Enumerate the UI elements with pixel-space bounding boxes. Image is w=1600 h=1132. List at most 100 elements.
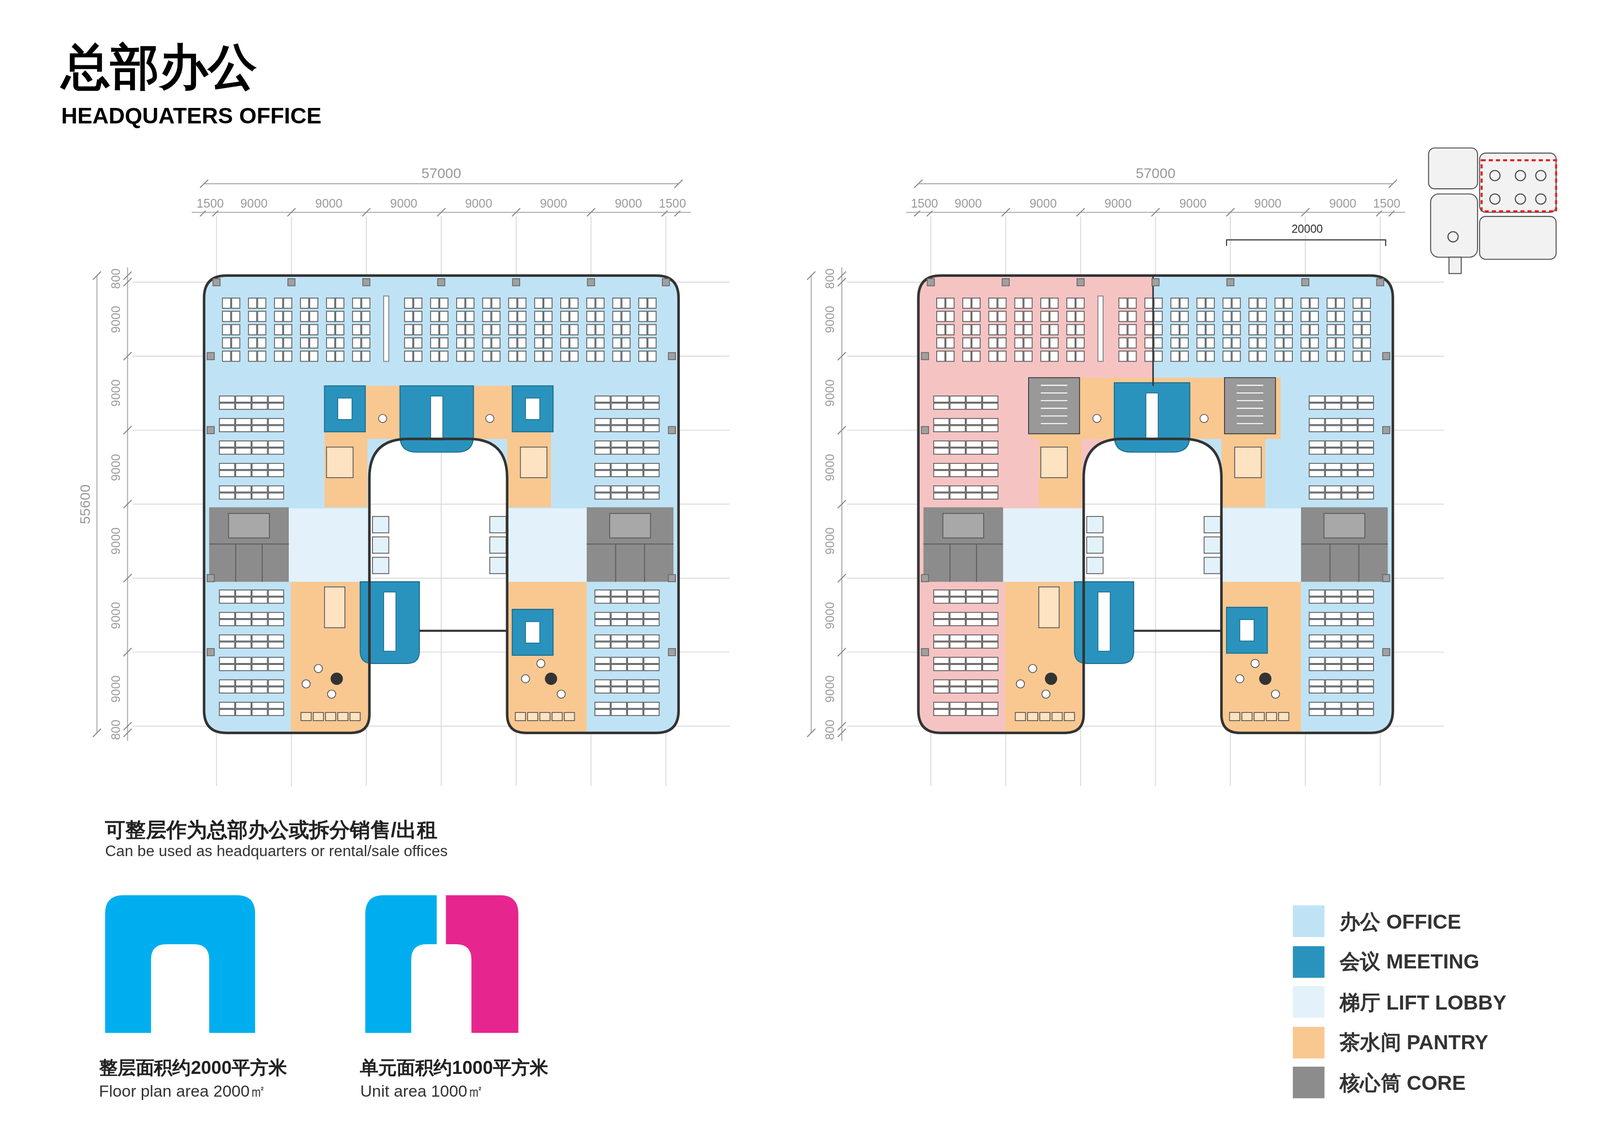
key-block [1479,216,1556,260]
desk-symbol [950,440,966,448]
desk-symbol [595,619,611,626]
legend-swatch [1292,905,1325,937]
desk-symbol [982,448,999,455]
desk-symbol [586,351,596,362]
desk-symbol [611,597,627,604]
desk-symbol [627,686,643,693]
desk-symbol [643,589,660,597]
desk-symbol [966,657,982,664]
key-symbol [1535,194,1546,205]
desk-symbol [1180,311,1189,322]
desk-symbol [595,493,611,500]
legend-swatch [1292,1066,1325,1098]
dimension-tick [92,728,102,737]
dimension-label: 9000 [109,674,124,704]
dimension-tick [1300,208,1310,217]
desk-symbol [966,493,982,500]
desk-symbol [222,324,231,335]
core-lines [923,543,1004,582]
desk-symbol [643,619,660,626]
desk-symbol [1358,709,1374,716]
desk-symbol [1353,298,1362,309]
dimension-bracket [1226,239,1386,247]
desk-symbol [643,664,660,671]
lift-symbol [1086,557,1104,574]
dimension-line [204,183,679,185]
meeting-table [1240,619,1255,641]
desk-symbol [611,702,627,709]
meeting-room [400,385,474,452]
desk-symbol [560,324,569,335]
desk-symbol [1309,395,1325,403]
desk-symbol [627,634,643,642]
stair-line [1236,422,1264,424]
desk-symbol [1336,324,1345,335]
desk-symbol [219,493,235,500]
desk-symbol [611,463,627,470]
table-symbol [1016,679,1025,688]
desk-symbol [647,337,657,348]
desk-symbol [1325,425,1342,432]
desk-symbol [647,311,657,322]
desk-symbol [1310,337,1319,348]
desk-symbol [1206,351,1215,362]
desk-symbol [1257,337,1267,348]
desk-symbol [300,311,309,322]
area-label: Floor plan area 2000㎡ [99,1081,267,1100]
stair-symbol [609,513,651,539]
desk-symbol [1232,351,1241,362]
desk-symbol [1309,686,1325,693]
table-symbol [1041,689,1050,699]
dimension-total: 55600 [77,483,94,525]
desk-symbol [335,298,344,309]
desk-symbol [1066,311,1076,322]
desk-symbol [1284,351,1293,362]
plant-symbol [1259,672,1272,685]
unit-icon [365,895,437,1033]
desk-symbol [982,634,999,642]
stair-line [1040,422,1068,424]
desk-symbol [950,679,966,687]
desk-symbol [482,311,492,322]
desk-symbol [982,642,999,649]
desk-symbol [998,337,1007,348]
desk-symbol [621,298,630,309]
desk-symbol [1076,311,1085,322]
desk-symbol [612,324,621,335]
table-symbol [521,674,530,683]
desk-symbol [1014,298,1023,309]
desk-symbol [982,619,999,626]
counter-symbol [324,586,345,628]
desk-symbol [1327,337,1336,348]
core-lines [586,543,674,582]
desk-symbol [1325,612,1342,619]
desk-symbol [222,298,231,309]
table-symbol [1199,414,1209,423]
dimension-tick [914,179,923,188]
desk-symbol [534,298,543,309]
desk-symbol [643,470,660,477]
desk-symbol [982,395,999,403]
dimension-tick [123,271,132,280]
desk-symbol [1309,597,1325,604]
desk-symbol [252,425,268,432]
desk-symbol [252,470,268,477]
desk-symbol [611,589,627,597]
desk-symbol [1309,664,1325,671]
desk-symbol [1325,493,1342,500]
desk-symbol [933,597,950,604]
desk-symbol [966,448,982,455]
desk-symbol [252,485,268,493]
key-symbol [1448,231,1459,242]
dimension-label: 1500 [910,197,940,211]
desk-symbol [252,709,268,716]
desk-symbol [235,597,252,604]
desk-symbol [1206,298,1215,309]
desk-symbol [982,463,999,470]
pantry-zone [507,581,587,733]
dimension-label: 800 [823,717,838,741]
desk-symbol [982,679,999,687]
desk-symbol [1309,702,1325,709]
desk-symbol [611,686,627,693]
desk-symbol [982,597,999,604]
